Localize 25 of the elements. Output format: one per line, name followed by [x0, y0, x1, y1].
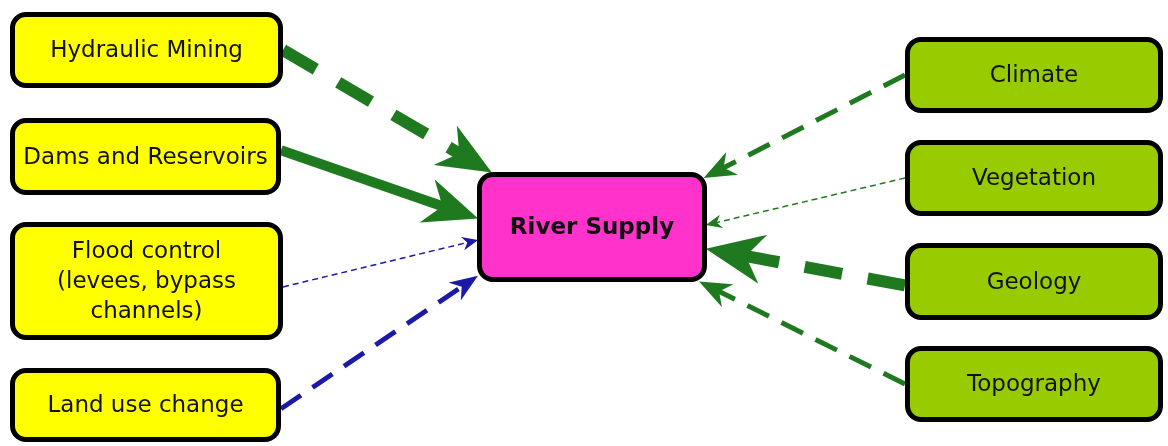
- arrow: [279, 145, 479, 223]
- box-label: Hydraulic Mining: [49, 35, 244, 65]
- box-label: Flood control (levees, bypass channels): [56, 236, 237, 325]
- process-box: [905, 37, 1163, 113]
- process-box: [905, 243, 1163, 320]
- arrow: [282, 237, 479, 288]
- arrow: [279, 275, 478, 411]
- box-label: Topography: [966, 369, 1102, 399]
- box-label: Land use change: [46, 390, 245, 420]
- box-label: River Supply: [508, 212, 676, 242]
- process-box: [10, 12, 283, 88]
- process-box: [10, 368, 281, 442]
- arrow: [705, 234, 907, 292]
- process-box: [905, 346, 1163, 422]
- box-label: Geology: [985, 266, 1083, 296]
- process-box: [10, 222, 283, 340]
- box-label: Vegetation: [971, 163, 1097, 193]
- arrow: [705, 177, 906, 229]
- process-box: [905, 140, 1163, 216]
- box-label: Climate: [988, 60, 1080, 90]
- box-label: Dams and Reservoirs: [22, 141, 269, 171]
- process-box: [477, 172, 707, 282]
- process-box: [10, 118, 281, 195]
- arrow: [699, 281, 907, 387]
- arrow: [703, 72, 907, 179]
